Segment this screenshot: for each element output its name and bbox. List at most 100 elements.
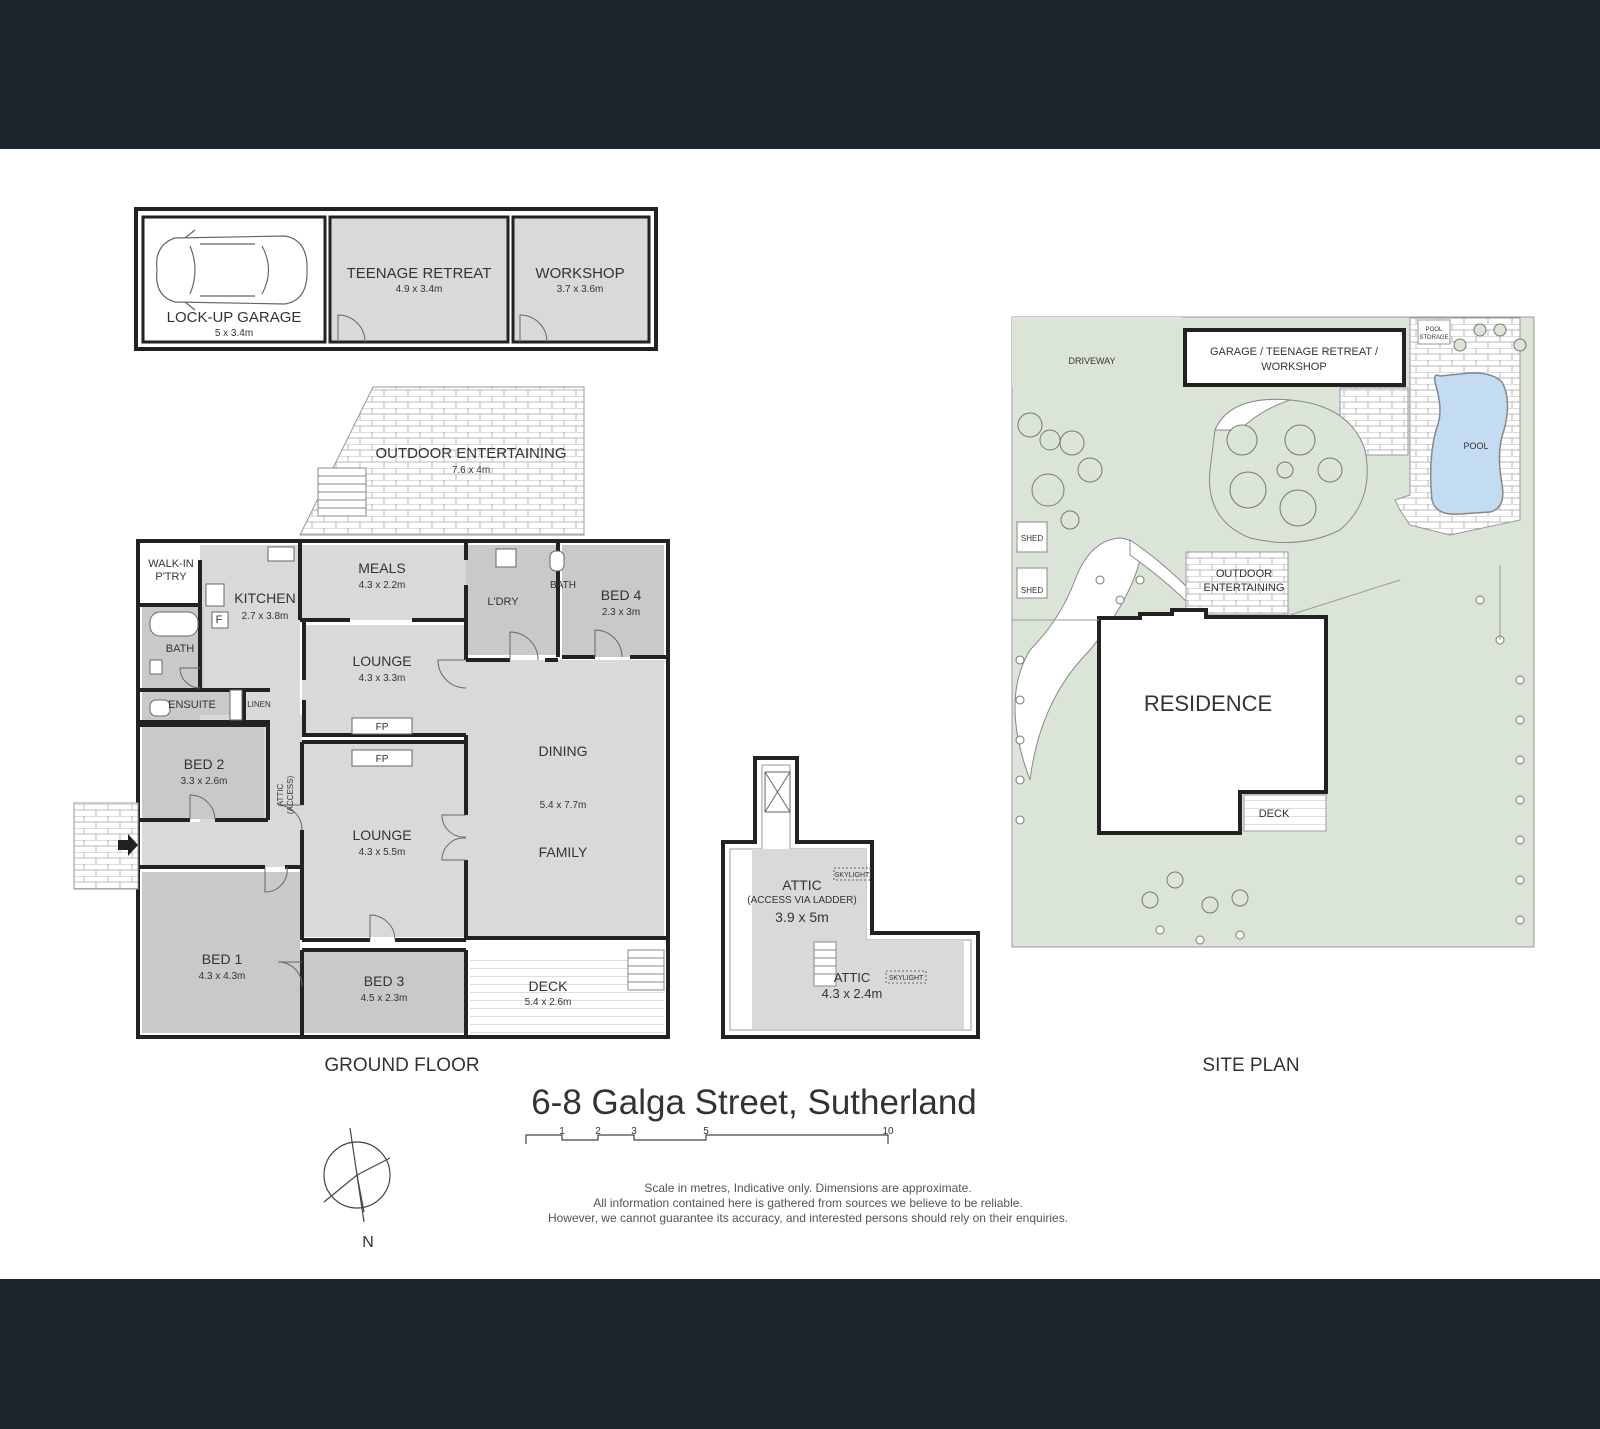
workshop-name: WORKSHOP <box>535 265 624 282</box>
fp2-label: FP <box>376 754 389 765</box>
garage-size: 5 x 3.4m <box>215 328 253 339</box>
deck-size: 5.4 x 2.6m <box>525 997 572 1008</box>
walkin-line2: P'TRY <box>155 571 187 583</box>
site-residence: RESIDENCE <box>1144 691 1272 716</box>
bath-small-name: BATH <box>550 580 576 591</box>
kitchen <box>200 545 300 715</box>
tree-icons <box>1017 323 1527 914</box>
pool <box>1429 372 1509 515</box>
disclaimer-line-3: However, we cannot guarantee its accurac… <box>548 1211 1068 1225</box>
site-plan-caption: SITE PLAN <box>1202 1055 1299 1076</box>
linen-name: LINEN <box>247 700 271 709</box>
meals-size: 4.3 x 2.2m <box>359 580 406 591</box>
compass-north-label: N <box>362 1234 374 1251</box>
scale-tick-3: 3 <box>631 1126 637 1137</box>
workshop <box>511 215 651 344</box>
lounge2-name: LOUNGE <box>352 827 411 843</box>
attic-lower-size: 4.3 x 2.4m <box>822 986 883 1001</box>
north-compass-icon: N <box>323 1127 391 1251</box>
disclaimer-line-2: All information contained here is gather… <box>593 1196 1023 1210</box>
attic-upper-name: ATTIC <box>782 877 821 893</box>
attic-upper-size: 3.9 x 5m <box>775 909 829 925</box>
lock-up-garage <box>141 215 327 344</box>
site-plan: DRIVEWAY GARAGE / TEENAGE RETREAT / WORK… <box>1011 316 1535 948</box>
site-deck-label: DECK <box>1259 808 1290 820</box>
entry-arrow-icon <box>118 834 138 856</box>
lounge1-size: 4.3 x 3.3m <box>359 673 406 684</box>
teenage-retreat <box>328 215 510 344</box>
fp1-label: FP <box>376 722 389 733</box>
dining-size: 5.4 x 7.7m <box>540 800 587 811</box>
attic-access-line2: (ACCESS) <box>286 776 295 815</box>
pool-storage <box>1417 319 1451 345</box>
fridge-label: F <box>216 614 223 626</box>
scale-tick-5: 5 <box>703 1126 709 1137</box>
kitchen-size: 2.7 x 3.8m <box>242 611 289 622</box>
meals-name: MEALS <box>358 560 405 576</box>
lounge2-size: 4.3 x 5.5m <box>359 847 406 858</box>
scale-bar: 1 2 3 5 10 <box>525 1126 894 1144</box>
top-dark-band <box>0 0 1600 149</box>
site-pool-storage-1: POOL <box>1426 327 1443 333</box>
attic-access-line1: ATTIC <box>276 784 285 807</box>
site-outdoor-1: OUTDOOR <box>1216 568 1272 580</box>
kitchen-name: KITCHEN <box>234 590 295 606</box>
car-icon <box>156 229 308 311</box>
garage-name: LOCK-UP GARAGE <box>167 309 302 326</box>
walk-in-pantry <box>142 545 200 605</box>
scale-tick-2: 2 <box>595 1126 601 1137</box>
retreat-name: TEENAGE RETREAT <box>347 265 492 282</box>
attic-access-label: ATTIC (ACCESS) <box>276 776 295 815</box>
outbuilding: LOCK-UP GARAGE 5 x 3.4m TEENAGE RETREAT … <box>134 207 658 351</box>
bed4-size: 2.3 x 3m <box>602 607 640 618</box>
bath-name: BATH <box>166 643 195 655</box>
ground-floor-caption: GROUND FLOOR <box>324 1055 479 1076</box>
dining-name: DINING <box>539 743 588 759</box>
property-address: 6-8 Galga Street, Sutherland <box>531 1083 977 1122</box>
site-outdoor-2: ENTERTAINING <box>1204 582 1285 594</box>
bottom-dark-band <box>0 1279 1600 1429</box>
entry-hall <box>142 822 302 867</box>
bed-2 <box>142 727 264 819</box>
disclaimer-line-1: Scale in metres, Indicative only. Dimens… <box>644 1181 971 1195</box>
workshop-size: 3.7 x 3.6m <box>557 284 604 295</box>
bed3-size: 4.5 x 2.3m <box>361 993 408 1004</box>
bed3-name: BED 3 <box>364 973 405 989</box>
bed4-name: BED 4 <box>601 587 642 603</box>
outdoor-size: 7.6 x 4m <box>452 465 490 476</box>
scale-tick-1: 1 <box>559 1126 565 1137</box>
bed2-name: BED 2 <box>184 756 225 772</box>
site-deck <box>1243 794 1327 832</box>
bed-4 <box>562 545 664 657</box>
laundry-name: L'DRY <box>487 596 519 608</box>
site-shed-1: SHED <box>1021 534 1043 543</box>
site-outdoor-entertaining <box>1185 551 1289 615</box>
family-name: FAMILY <box>539 844 588 860</box>
bed-3 <box>304 950 466 1033</box>
lounge-2 <box>302 742 466 937</box>
site-garage-line2: WORKSHOP <box>1261 361 1326 373</box>
ground-floor-plan: OUTDOOR ENTERTAINING 7.6 x 4m WALK-IN P'… <box>73 386 670 1039</box>
attic-upper-skylight: SKYLIGHT <box>835 872 870 879</box>
site-shed-2: SHED <box>1021 586 1043 595</box>
bed2-size: 3.3 x 2.6m <box>181 776 228 787</box>
outdoor-name: OUTDOOR ENTERTAINING <box>375 445 566 462</box>
site-garage <box>1183 328 1406 387</box>
residence-footprint <box>1097 608 1328 835</box>
ensuite-name: ENSUITE <box>168 699 216 711</box>
bed-1 <box>142 872 300 1033</box>
walkin-line1: WALK-IN <box>148 558 193 570</box>
attic-plan: SKYLIGHT SKYLIGHT ATTIC (ACCESS VIA LADD… <box>721 756 980 1039</box>
bed1-size: 4.3 x 4.3m <box>199 971 246 982</box>
attic-lower-skylight: SKYLIGHT <box>889 975 924 982</box>
attic-lower-name: ATTIC <box>834 970 871 985</box>
site-pool: POOL <box>1463 441 1488 451</box>
dining-family <box>466 660 664 938</box>
bed1-name: BED 1 <box>202 951 243 967</box>
shed-1 <box>1016 521 1048 553</box>
attic-upper-note: (ACCESS VIA LADDER) <box>747 895 856 906</box>
meals <box>300 545 466 620</box>
site-garage-line1: GARAGE / TEENAGE RETREAT / <box>1210 346 1379 358</box>
shed-2 <box>1016 567 1048 599</box>
